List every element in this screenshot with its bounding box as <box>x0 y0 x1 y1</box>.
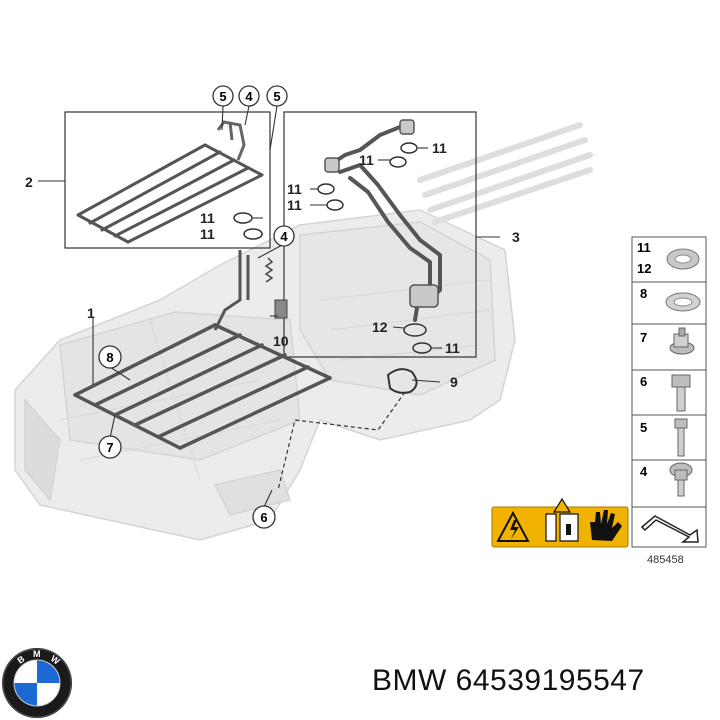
label-11c: 11 <box>359 152 374 168</box>
callout-4b: 4 <box>273 225 295 247</box>
arrow-icon <box>640 515 699 543</box>
svg-text:12: 12 <box>637 261 651 276</box>
label-11g: 11 <box>445 340 460 356</box>
label-3: 3 <box>512 229 520 245</box>
cooling-plate-upper <box>76 143 264 244</box>
callout-circles: 5 4 5 4 8 7 6 <box>98 85 295 529</box>
svg-text:7: 7 <box>106 440 113 455</box>
callout-6: 6 <box>252 505 276 529</box>
callout-5b: 5 <box>266 85 288 107</box>
svg-text:M: M <box>33 649 41 659</box>
diagram-number: 485458 <box>647 554 684 566</box>
coolant-pipe <box>328 123 442 322</box>
label-11d: 11 <box>432 140 447 156</box>
connector-pipe-mid <box>213 250 250 331</box>
callout-4a: 4 <box>238 85 260 107</box>
arrow-symbol-box <box>631 506 707 548</box>
svg-text:7: 7 <box>640 330 647 345</box>
washer-thin-icon <box>665 292 701 312</box>
callout-8: 8 <box>98 345 122 369</box>
leader-lines <box>38 105 500 508</box>
socket-screw-icon <box>674 418 688 457</box>
ghost-cooling-plate <box>417 122 593 225</box>
group-box-2 <box>64 111 271 249</box>
gasket-9 <box>386 368 418 394</box>
parts-legend: 11 12 8 7 6 5 4 <box>631 236 707 508</box>
svg-text:4: 4 <box>245 89 253 104</box>
svg-text:B: B <box>15 653 26 665</box>
svg-text:5: 5 <box>273 89 280 104</box>
label-9: 9 <box>450 374 458 390</box>
no-touch-hand-icon <box>590 510 622 541</box>
flange-nut-icon <box>669 327 695 355</box>
label-10: 10 <box>273 333 289 349</box>
callout-7: 7 <box>98 435 122 459</box>
battery-housing <box>14 209 516 541</box>
hex-bolt-icon <box>671 374 691 412</box>
torx-bolt-icon <box>669 462 693 497</box>
part-labels: 2 1 3 9 10 11 11 11 11 11 11 12 11 <box>25 140 520 390</box>
svg-text:4: 4 <box>280 229 288 244</box>
callout-5a: 5 <box>212 85 234 107</box>
spring-4 <box>264 257 274 283</box>
label-12: 12 <box>372 319 388 335</box>
svg-text:6: 6 <box>640 374 647 389</box>
electric-hazard-icon <box>496 510 530 542</box>
clip-10 <box>274 299 288 319</box>
pipe-connector <box>324 119 439 308</box>
label-11b: 11 <box>200 226 215 242</box>
label-11f: 11 <box>287 197 302 213</box>
svg-text:8: 8 <box>106 350 113 365</box>
manual-hazard-icon <box>545 497 579 542</box>
svg-text:6: 6 <box>260 510 267 525</box>
part-number-caption: BMW 64539195547 <box>372 664 645 697</box>
label-11e: 11 <box>287 181 302 197</box>
cooling-plate-lower <box>73 323 332 450</box>
svg-text:5: 5 <box>219 89 226 104</box>
dashed-leaders <box>277 391 406 491</box>
label-2: 2 <box>25 174 33 190</box>
seal-rings-box2 <box>233 212 263 240</box>
bmw-logo: B M W <box>2 648 72 718</box>
washer-flat-icon <box>666 248 700 270</box>
svg-text:11: 11 <box>637 240 651 255</box>
svg-text:4: 4 <box>640 464 648 479</box>
label-1: 1 <box>87 305 95 321</box>
svg-text:5: 5 <box>640 420 647 435</box>
label-11a: 11 <box>200 210 215 226</box>
svg-text:8: 8 <box>640 286 647 301</box>
warning-strip <box>491 497 629 548</box>
